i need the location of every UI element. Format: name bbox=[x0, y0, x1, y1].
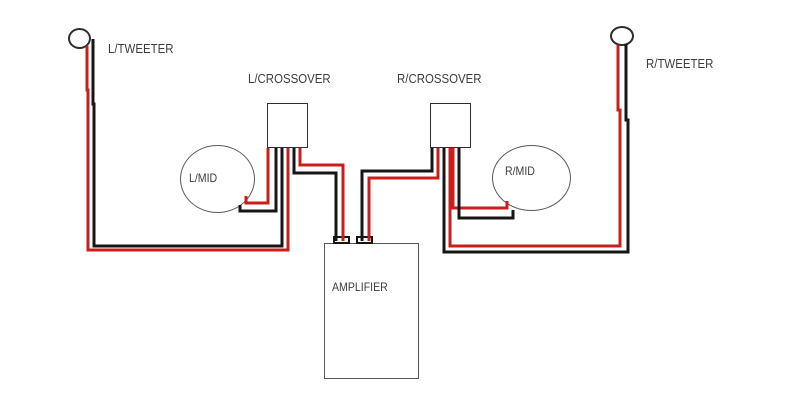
amplifier-box bbox=[324, 243, 419, 379]
r-crossover-to-r-tweeter-black-wire bbox=[442, 44, 630, 254]
l-crossover-to-amp-black-wire bbox=[292, 148, 338, 241]
amplifier-right-terminal bbox=[356, 236, 373, 244]
l-crossover-to-l-mid-black-wire bbox=[238, 148, 278, 213]
r-tweeter-label: R/TWEETER bbox=[646, 56, 714, 71]
l-crossover-to-l-tweeter-black-wire bbox=[91, 39, 284, 248]
amplifier-label: AMPLIFIER bbox=[332, 280, 388, 294]
r-mid-speaker-shape bbox=[492, 145, 571, 211]
l-crossover-label: L/CROSSOVER bbox=[248, 71, 331, 86]
l-tweeter-label: L/TWEETER bbox=[108, 41, 174, 56]
l-tweeter-speaker-shape bbox=[68, 28, 91, 49]
l-mid-label: L/MID bbox=[189, 171, 218, 185]
r-crossover-box bbox=[430, 103, 471, 148]
r-tweeter-speaker-shape bbox=[610, 26, 634, 46]
r-crossover-to-r-mid-black-wire bbox=[457, 148, 515, 220]
l-crossover-to-l-mid-red-wire bbox=[244, 148, 270, 205]
r-crossover-to-amp-black-wire bbox=[360, 148, 434, 241]
l-mid-speaker-shape bbox=[180, 145, 255, 213]
l-crossover-to-l-tweeter-red-wire bbox=[85, 46, 290, 252]
l-crossover-to-amp-red-wire bbox=[298, 148, 345, 241]
r-crossover-to-r-tweeter-red-wire bbox=[448, 45, 622, 248]
r-crossover-label: R/CROSSOVER bbox=[397, 71, 482, 86]
r-crossover-to-amp-red-wire bbox=[367, 148, 440, 241]
l-crossover-box bbox=[267, 103, 308, 148]
r-crossover-to-r-mid-red-wire bbox=[451, 148, 509, 210]
r-mid-label: R/MID bbox=[505, 164, 535, 178]
